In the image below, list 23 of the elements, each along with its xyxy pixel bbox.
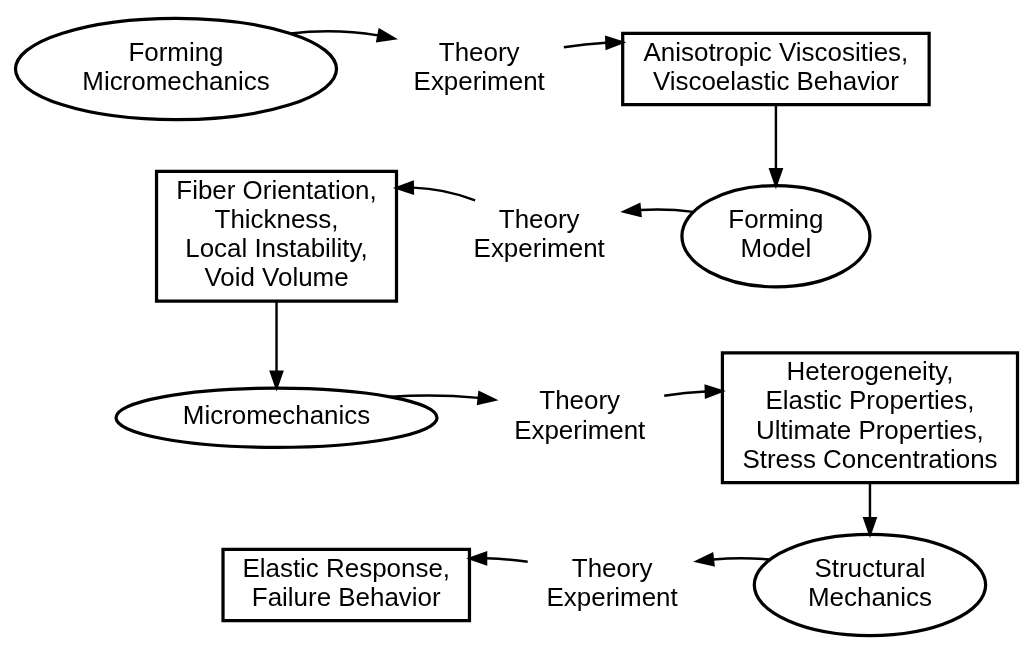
node-box: Anisotropic Viscosities, Viscoelastic Behavior [620,31,931,107]
node-ellipse: Forming Model [679,183,872,289]
node-text: Theory Experiment [473,204,605,262]
arrow [692,552,770,567]
node-text: Theory Experiment [413,37,545,95]
arrow [663,384,726,399]
node-ellipse: Structural Mechanics [752,532,987,638]
arrow [563,35,626,51]
node-box: Elastic Response, Failure Behavior [220,547,471,623]
node-box: Fiber Orientation, Thickness, Local Instability, Void Volume [154,169,398,303]
node-ellipse: Forming Micromechanics [13,16,338,122]
arrow [862,482,877,539]
node-ellipse: Micromechanics [113,386,439,450]
node-text: Theory Experiment [513,386,645,444]
arrow [289,27,398,43]
arrow [465,550,528,566]
arrow [268,301,284,392]
node-text: Theory Experiment [546,553,678,611]
arrow [390,390,499,406]
node-box: Heterogeneity, Elastic Properties, Ultimate Properties, Stress Concentrations [720,351,1019,485]
arrow [768,105,783,190]
arrow [392,180,476,202]
arrow [619,202,693,218]
